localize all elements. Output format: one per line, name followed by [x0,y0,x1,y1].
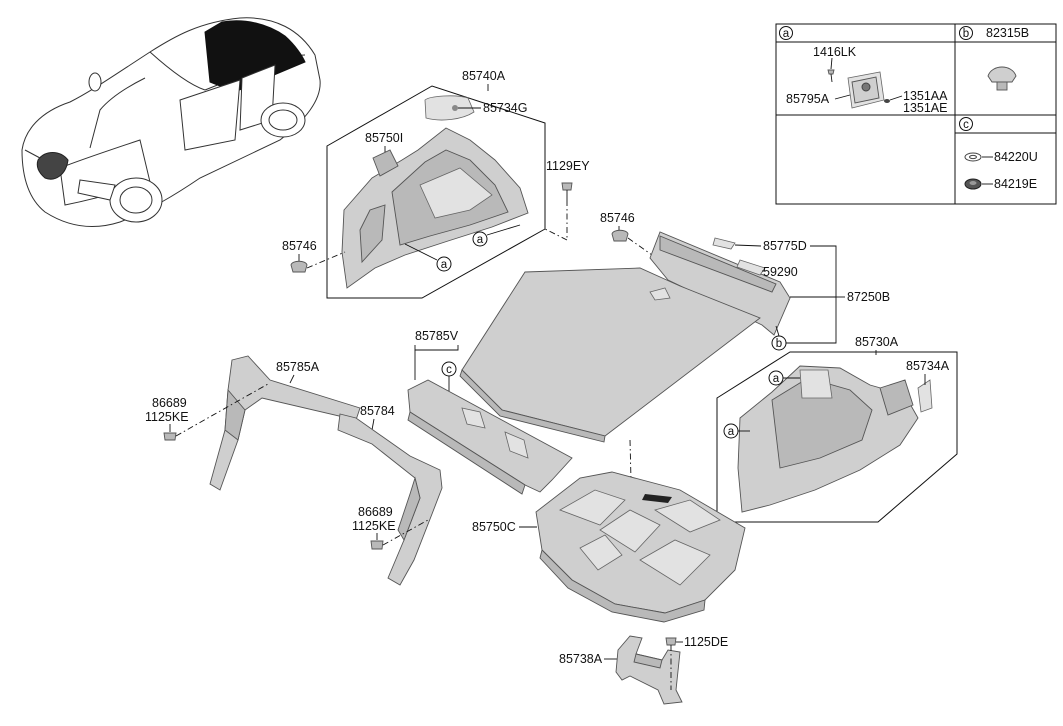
callout-c-text: c [446,364,452,376]
label-1125DE: 1125DE [684,635,728,649]
cross-member-85785V: 85785V c [407,329,573,495]
legend-callout-c-text: c [963,119,969,131]
clip-82315B-icon [987,66,1017,91]
right-trim-group: 85730A 85734A a a [716,335,958,523]
luggage-tray-85750C: 85750C [472,471,746,623]
label-87250B: 87250B [847,290,890,304]
callout-b-text: b [776,338,782,350]
label-85785A: 85785A [276,360,320,374]
cover-85775D [712,237,736,250]
bracket-85738A-body [615,635,683,705]
label-86689-bottom: 86689 [358,505,393,519]
label-59290: 59290 [763,265,798,279]
label-85730A: 85730A [855,335,899,349]
clip-85746-left: 85746 [282,239,346,273]
cover-59290 [736,259,766,276]
label-85750C: 85750C [472,520,516,534]
label-85746-right: 85746 [600,211,635,225]
legend-label-1351AE: 1351AE [903,101,947,115]
legend-callout-c [959,117,973,131]
bolts-86689-1125KE-bottom: 86689 1125KE [352,505,429,550]
bolts-86689-1125KE-top: 86689 1125KE [145,383,269,441]
label-1125KE-bottom: 1125KE [352,519,396,533]
left-trim-group: 85740A 85734G 85750I a a [326,69,546,299]
bracket-85785A: 85785A [209,355,361,491]
screw-1416LK-icon [827,69,835,83]
bolt-1129EY: 1129EY [544,159,590,241]
cover-85734A [917,379,933,413]
label-85750I: 85750I [365,131,403,145]
callout-a-right-1-text: a [773,373,780,385]
callout-a-left-1-text: a [477,234,484,246]
label-85734G: 85734G [483,101,527,115]
legend-label-85795A: 85795A [786,92,830,106]
vehicle-illustration [21,17,321,228]
grommet-84219E-icon [964,178,982,190]
bracket-85750I [372,149,399,177]
legend-table: a 1416LK 85795A 1351AA 1351AE b 82315B c [775,23,1057,205]
label-85740A: 85740A [462,69,506,83]
legend-label-84220U: 84220U [994,150,1038,164]
legend-label-82315B: 82315B [986,26,1029,40]
label-85784: 85784 [360,404,395,418]
cover-85734G [424,95,475,121]
label-85746-left: 85746 [282,239,317,253]
legend-label-1416LK: 1416LK [813,45,857,59]
luggage-floor-mat: 85710 [459,267,761,521]
legend-label-84219E: 84219E [994,177,1037,191]
nut-1351-icon [884,99,890,103]
label-85734A: 85734A [906,359,950,373]
legend-callout-a [779,26,793,40]
callout-a-left-2 [436,256,452,272]
label-86689-top: 86689 [152,396,187,410]
bracket-85784: 85784 [337,404,443,586]
legend-callout-a-text: a [783,28,790,40]
label-1125KE-top: 1125KE [145,410,189,424]
bracket-85738A: 85738A 1125DE [559,635,728,705]
legend-label-1351AA: 1351AA [903,89,948,103]
callout-a-left-2-text: a [441,259,448,271]
label-85775D: 85775D [763,239,807,253]
legend-callout-b-text: b [963,28,969,40]
clip-85746-right: 85746 [600,211,653,256]
callout-a-left-1 [472,231,488,247]
legend-callout-b [959,26,973,40]
lamp-unit-icon [847,71,885,109]
label-85785V: 85785V [415,329,459,343]
label-85738A: 85738A [559,652,603,666]
rear-sill-trim-87250B: 85775D 59290 87250B b [649,231,890,351]
callout-a-right-2-text: a [728,426,735,438]
bracket-85784-body [337,413,443,586]
label-1129EY: 1129EY [546,159,590,173]
